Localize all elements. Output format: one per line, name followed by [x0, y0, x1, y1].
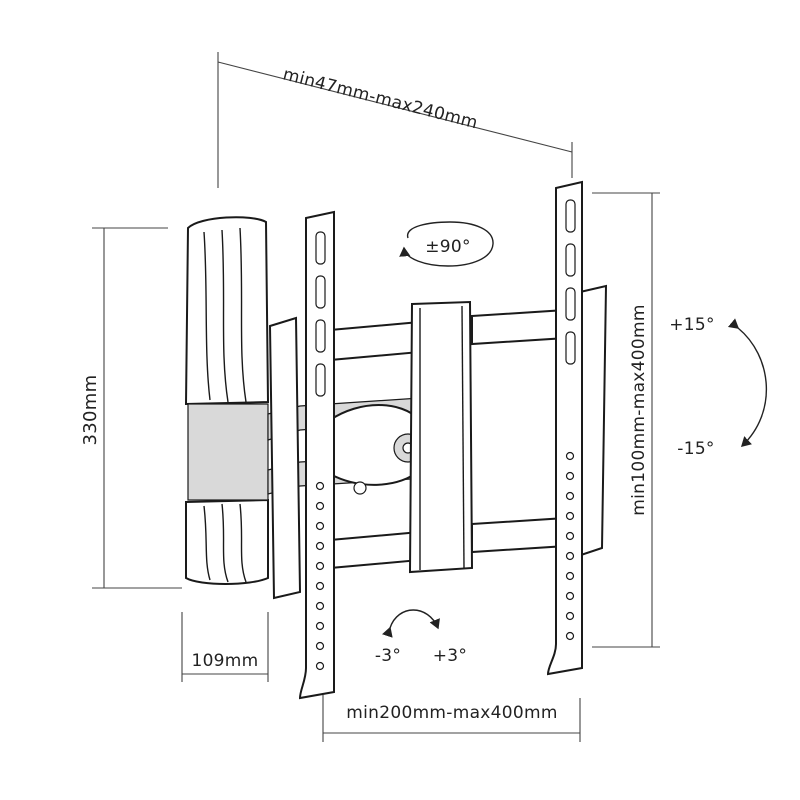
- vesa-vertical-label: min100mm-max400mm: [629, 304, 649, 515]
- center-plate: [408, 300, 474, 574]
- vesa-rail-right: [546, 180, 583, 676]
- tilt-indicator: +15° -15°: [669, 315, 768, 459]
- vesa-vertical-dimension: min100mm-max400mm: [592, 192, 660, 648]
- swivel-label: ±90°: [425, 237, 471, 257]
- depth-dimension: min47mm-max240mm: [217, 52, 573, 188]
- vesa-horizontal-label: min200mm-max400mm: [346, 703, 557, 723]
- tilt-up-label: +15°: [669, 315, 715, 335]
- wall-plate: [184, 216, 270, 585]
- level-minus-label: -3°: [375, 646, 401, 666]
- swivel-indicator: ±90°: [399, 221, 494, 267]
- cross-bars: [329, 308, 567, 570]
- level-plus-label: +3°: [433, 646, 467, 666]
- level-adjust-indicator: -3° +3°: [375, 609, 467, 666]
- tilt-down-label: -15°: [677, 439, 714, 459]
- height-dimension: 330mm: [80, 227, 182, 589]
- tilt-bracket-left: [268, 316, 302, 600]
- wall-plate-width-label: 109mm: [191, 651, 258, 671]
- vesa-rail-left: [298, 210, 335, 700]
- depth-range-label: min47mm-max240mm: [281, 64, 480, 133]
- height-label: 330mm: [80, 375, 101, 446]
- vesa-horizontal-dimension: min200mm-max400mm: [322, 695, 581, 742]
- wall-plate-width-dimension: 109mm: [181, 612, 269, 682]
